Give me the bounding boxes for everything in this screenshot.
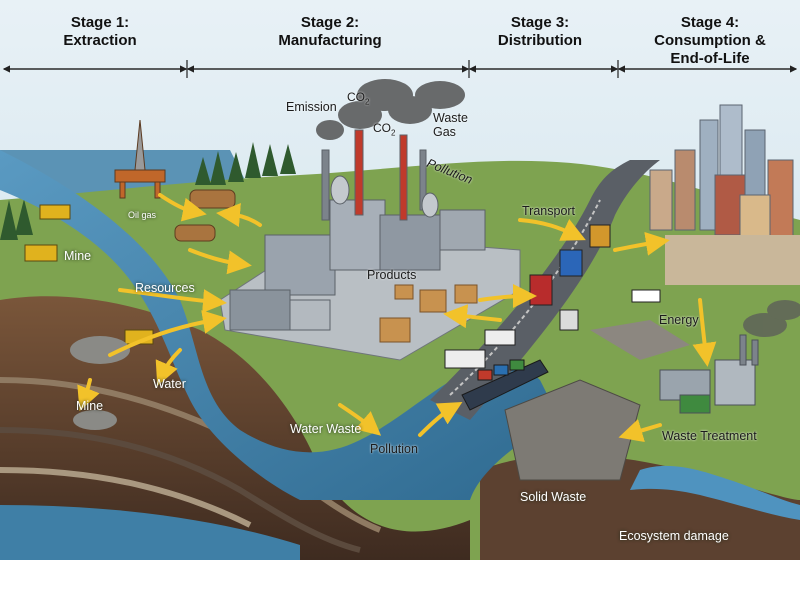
stage-1-number: Stage 1: — [70, 14, 130, 31]
co2-mid-sub: 2 — [391, 128, 396, 138]
stage-1-title: Extraction — [63, 32, 137, 49]
waste-treatment-plant — [659, 334, 759, 414]
oil-rig — [114, 119, 166, 199]
forest — [0, 142, 296, 240]
stage-4-heading: Stage 4: Consumption & End-of-Life — [630, 14, 790, 68]
flow-arrows — [77, 193, 717, 443]
label-co2-mid: CO2 — [373, 121, 395, 140]
smoke — [316, 79, 465, 140]
stage-2-title: Manufacturing — [278, 32, 382, 49]
stage-4-title-line1: Consumption & — [654, 32, 766, 49]
stage-3-heading: Stage 3: Distribution — [480, 14, 600, 50]
co2-top-sub: 2 — [365, 97, 370, 107]
label-products: Products — [367, 268, 417, 282]
bottom-margin — [0, 560, 800, 597]
stage-dimension-lines — [2, 60, 798, 78]
stage-2-heading: Stage 2: Manufacturing — [260, 14, 400, 50]
stage-4-number: Stage 4: — [680, 14, 740, 31]
city — [649, 104, 794, 246]
stage-1-heading: Stage 1: Extraction — [40, 14, 160, 50]
co2-top-text: CO — [347, 90, 365, 104]
waste-gas-line2: Gas — [433, 125, 456, 139]
vehicles — [444, 224, 661, 369]
label-solid-waste: Solid Waste — [520, 490, 587, 504]
waste-gas-line1: Waste — [433, 111, 468, 125]
co2-mid-text: CO — [373, 121, 391, 135]
river — [0, 150, 560, 500]
stage-3-number: Stage 3: — [510, 14, 570, 31]
landfill — [504, 379, 641, 481]
label-water-waste: Water Waste — [290, 422, 362, 436]
cargo-ship — [461, 359, 549, 411]
stage-3-title: Distribution — [497, 32, 583, 49]
label-energy: Energy — [659, 313, 699, 327]
market-square — [665, 235, 800, 285]
label-resources: Resources — [135, 281, 195, 295]
stream — [630, 465, 800, 520]
label-mine-bottom: Mine — [76, 399, 104, 413]
label-water: Water — [153, 377, 186, 391]
label-transport: Transport — [522, 204, 576, 218]
label-ecosystem-damage: Ecosystem damage — [619, 529, 729, 543]
product-crates — [379, 284, 478, 343]
factory — [229, 129, 486, 331]
landfill-top — [590, 320, 690, 360]
stage-4-title-line2: End-of-Life — [670, 50, 750, 67]
label-oil-gas: Oil gas — [128, 210, 157, 220]
label-waste-treatment: Waste Treatment — [662, 429, 757, 443]
mine-debris — [70, 336, 130, 430]
label-waste-gas: Waste Gas — [433, 111, 468, 139]
label-co2-top: CO2 — [347, 90, 369, 109]
stage-2-number: Stage 2: — [300, 14, 360, 31]
label-mine-top: Mine — [64, 249, 92, 263]
label-emission: Emission — [286, 100, 337, 114]
label-pollution-water: Pollution — [370, 442, 418, 456]
smoke-waste-plant — [743, 300, 800, 337]
underground-water — [0, 505, 300, 560]
